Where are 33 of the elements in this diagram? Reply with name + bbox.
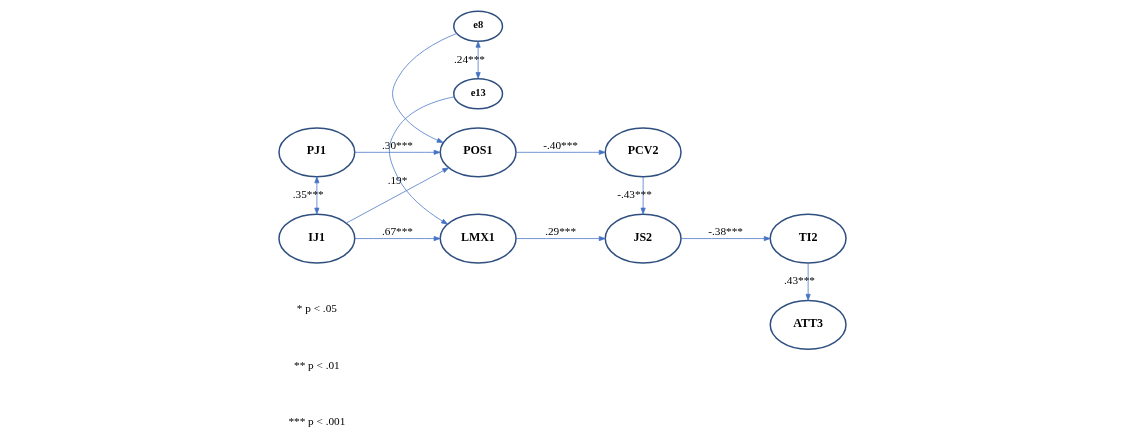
arrow	[515, 149, 606, 155]
arrow	[475, 40, 481, 79]
edge-label: .67***	[382, 224, 413, 237]
node-ellipse: TI2	[769, 213, 847, 264]
label: *** p < .001	[288, 414, 346, 427]
edge-label: .19*	[387, 173, 408, 186]
node-ellipse: PJ1	[278, 127, 356, 178]
node-ellipse: JS2	[604, 213, 682, 264]
node-ellipse: PCV2	[604, 127, 682, 178]
edge-label: -.38***	[708, 224, 743, 237]
node-ellipse: ATT3	[769, 299, 847, 350]
arrow	[389, 96, 455, 225]
node-ellipse: e13	[453, 78, 504, 110]
arrow	[346, 167, 450, 224]
label: ** p < .01	[294, 358, 340, 371]
edge-label: -.40***	[543, 138, 578, 151]
arrow	[805, 262, 811, 301]
arrow	[354, 149, 441, 155]
edge-label: .30***	[382, 138, 413, 151]
label: * p < .05	[296, 302, 337, 315]
edge-label: .24***	[454, 52, 485, 65]
arrow	[640, 176, 646, 215]
arrow	[680, 236, 771, 242]
arrow	[354, 236, 441, 242]
edge-label: .35***	[292, 188, 324, 201]
arrow	[314, 176, 320, 215]
edge-label: .29***	[545, 224, 577, 237]
node-ellipse: IJ1	[278, 213, 356, 264]
edge-label: -.43***	[617, 188, 652, 201]
arrow	[515, 236, 606, 242]
edge-label: .43***	[784, 274, 815, 287]
node-ellipse: e8	[453, 10, 504, 43]
arrow	[392, 33, 457, 143]
